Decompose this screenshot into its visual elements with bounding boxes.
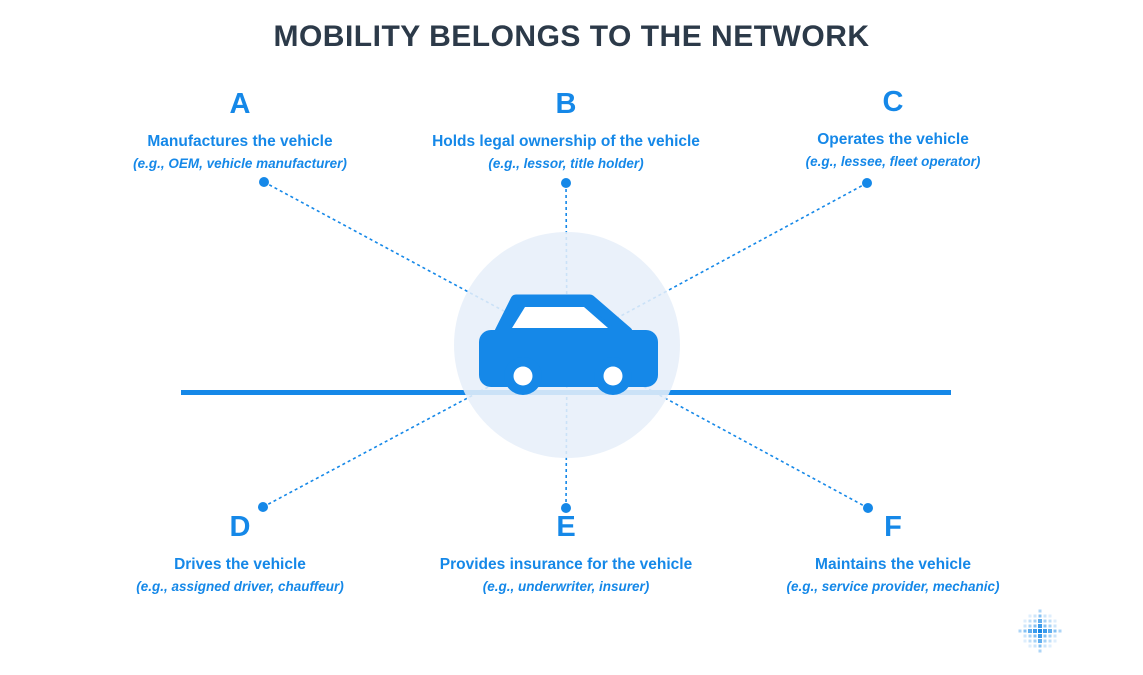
dot-matrix-logo (1018, 609, 1062, 653)
connector-dot-a (259, 177, 269, 187)
car-icon (479, 294, 658, 395)
road-line (181, 390, 951, 395)
connector-line-e (565, 344, 568, 509)
node-c-role: Operates the vehicle (817, 131, 969, 148)
node-f: F Maintains the vehicle (e.g., service p… (723, 513, 1063, 596)
node-f-example: (e.g., service provider, mechanic) (786, 579, 1000, 595)
node-e-example: (e.g., underwriter, insurer) (482, 579, 650, 595)
node-e-letter: E (556, 511, 576, 543)
center-halo (454, 232, 680, 458)
node-c-example: (e.g., lessee, fleet operator) (805, 154, 981, 170)
connector-line-f (566, 344, 869, 509)
node-b: B Holds legal ownership of the vehicle (… (386, 90, 746, 173)
connector-lines (262, 181, 869, 509)
connector-dot-f (863, 503, 873, 513)
connector-line-d (262, 344, 568, 508)
node-a: A Manufactures the vehicle (e.g., OEM, v… (70, 90, 410, 173)
connector-dot-c (862, 178, 872, 188)
node-e: E Provides insurance for the vehicle (e.… (386, 513, 746, 596)
node-b-example: (e.g., lessor, title holder) (488, 156, 644, 172)
node-b-role: Holds legal ownership of the vehicle (432, 133, 700, 150)
connector-line-c (566, 182, 868, 346)
node-a-letter: A (229, 88, 251, 120)
node-f-letter: F (884, 511, 902, 543)
connector-dot-d (258, 502, 268, 512)
node-a-role: Manufactures the vehicle (147, 133, 333, 150)
connector-dots (258, 177, 873, 513)
node-d-role: Drives the vehicle (174, 556, 306, 573)
connector-dot-b (561, 178, 571, 188)
node-d-letter: D (229, 511, 251, 543)
page-title: MOBILITY BELONGS TO THE NETWORK (273, 20, 870, 53)
connector-line-a (263, 181, 568, 346)
node-c: C Operates the vehicle (e.g., lessee, fl… (723, 88, 1063, 171)
node-d-example: (e.g., assigned driver, chauffeur) (136, 579, 344, 595)
node-a-example: (e.g., OEM, vehicle manufacturer) (133, 156, 347, 172)
node-e-role: Provides insurance for the vehicle (439, 556, 693, 573)
connector-line-b (565, 182, 568, 346)
node-d: D Drives the vehicle (e.g., assigned dri… (70, 513, 410, 596)
node-c-letter: C (882, 86, 904, 118)
node-b-letter: B (555, 88, 577, 120)
node-f-role: Maintains the vehicle (815, 556, 971, 573)
